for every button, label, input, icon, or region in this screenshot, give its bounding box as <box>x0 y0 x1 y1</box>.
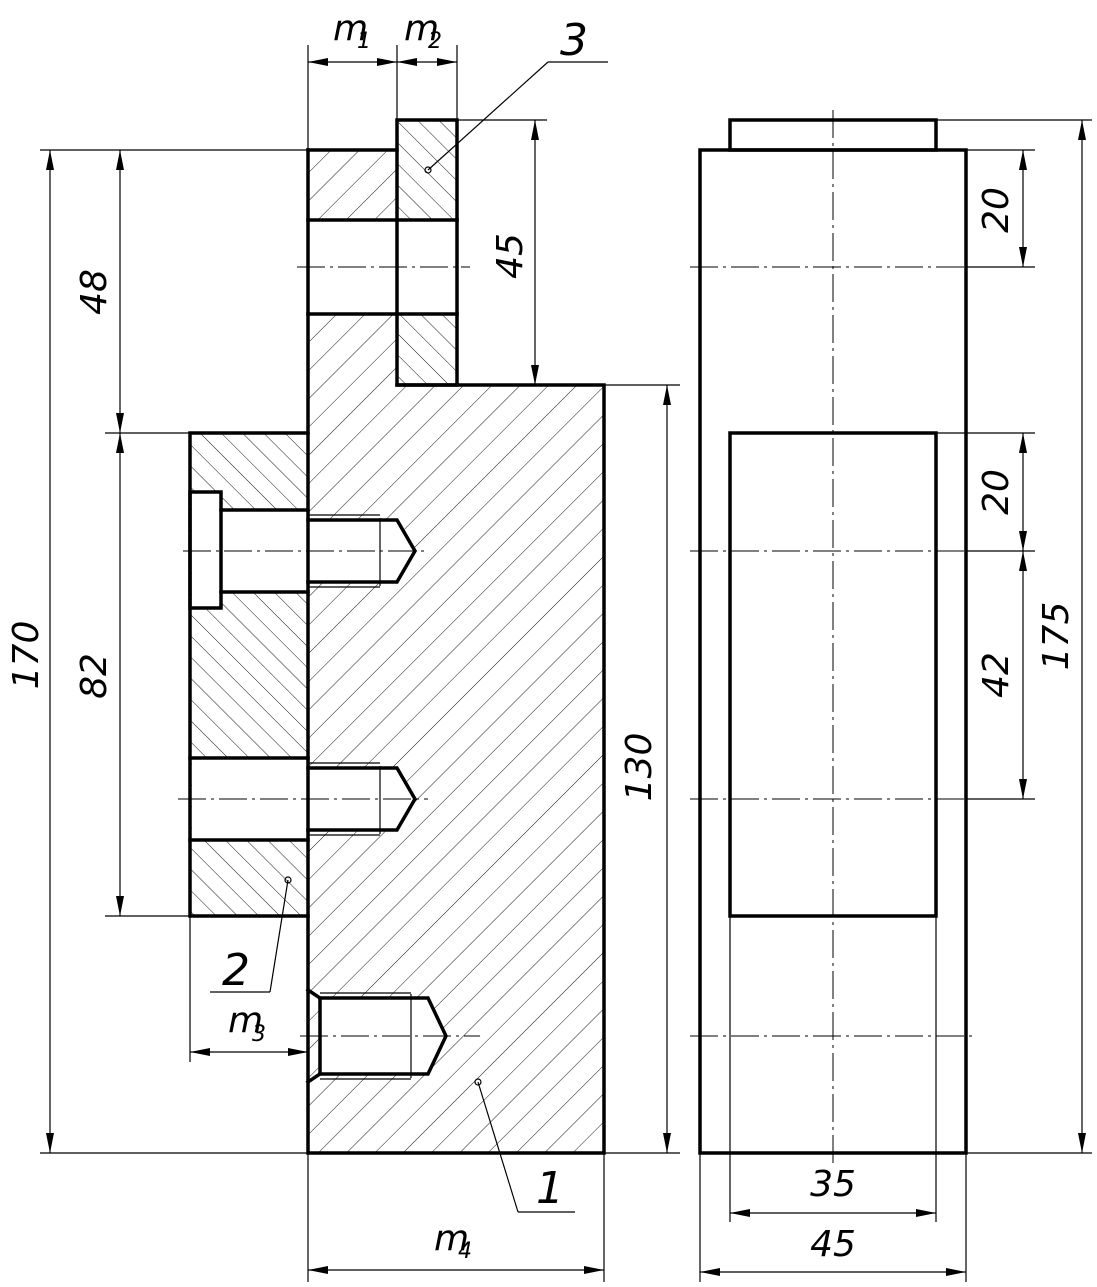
svg-text:1: 1 <box>357 29 371 54</box>
svg-text:3: 3 <box>252 1022 266 1047</box>
svg-text:m: m <box>404 8 439 49</box>
dim-42: 42 <box>966 551 1035 800</box>
side-view: 20 20 42 175 35 <box>690 110 1092 1282</box>
svg-text:4: 4 <box>458 1239 472 1264</box>
dim-m2: m 2 <box>397 8 458 120</box>
svg-text:2: 2 <box>428 29 442 54</box>
bolt2-shank <box>192 758 309 840</box>
svg-text:82: 82 <box>74 653 115 699</box>
svg-text:3: 3 <box>560 15 588 66</box>
svg-text:20: 20 <box>976 469 1017 515</box>
svg-text:1: 1 <box>536 1163 564 1214</box>
svg-text:35: 35 <box>810 1164 856 1205</box>
svg-text:42: 42 <box>976 652 1017 698</box>
dim-m3: m 3 <box>189 916 308 1062</box>
front-view: 170 48 82 45 130 <box>6 8 680 1282</box>
dim-82: 82 <box>74 433 190 917</box>
bolt1-head <box>192 492 221 608</box>
svg-text:170: 170 <box>6 621 47 690</box>
dim-35: 35 <box>729 916 937 1222</box>
svg-text:48: 48 <box>74 269 115 315</box>
svg-text:45: 45 <box>490 233 531 279</box>
dim-20-window: 20 <box>936 432 1035 552</box>
leader-part3: 3 <box>424 15 608 174</box>
dim-170: 170 <box>6 149 308 1154</box>
svg-text:m: m <box>228 1000 263 1041</box>
svg-text:45: 45 <box>810 1224 856 1265</box>
part2-outline <box>188 431 310 918</box>
dim-m1: m 1 <box>307 8 398 150</box>
dim-45-lug: 45 <box>457 119 547 385</box>
bolt-1 <box>183 490 428 610</box>
bolt-3 <box>300 987 480 1085</box>
dim-m4: m 4 <box>307 1153 605 1282</box>
dim-48: 48 <box>74 150 190 434</box>
svg-text:m: m <box>434 1218 469 1259</box>
part3-outline <box>395 118 459 387</box>
dim-45-side: 45 <box>699 1153 967 1282</box>
part1-hatch <box>308 150 604 1153</box>
svg-text:m: m <box>333 8 368 49</box>
bolt-2 <box>178 756 428 842</box>
leader-part2: 2 <box>210 876 292 996</box>
dim-20-top: 20 <box>966 149 1035 268</box>
svg-text:175: 175 <box>1036 602 1077 671</box>
svg-text:20: 20 <box>976 187 1017 233</box>
svg-text:130: 130 <box>619 733 660 802</box>
dim-175: 175 <box>936 119 1092 1154</box>
dim-130: 130 <box>604 384 680 1154</box>
leader-part1: 1 <box>474 1078 575 1214</box>
svg-text:2: 2 <box>222 945 250 996</box>
